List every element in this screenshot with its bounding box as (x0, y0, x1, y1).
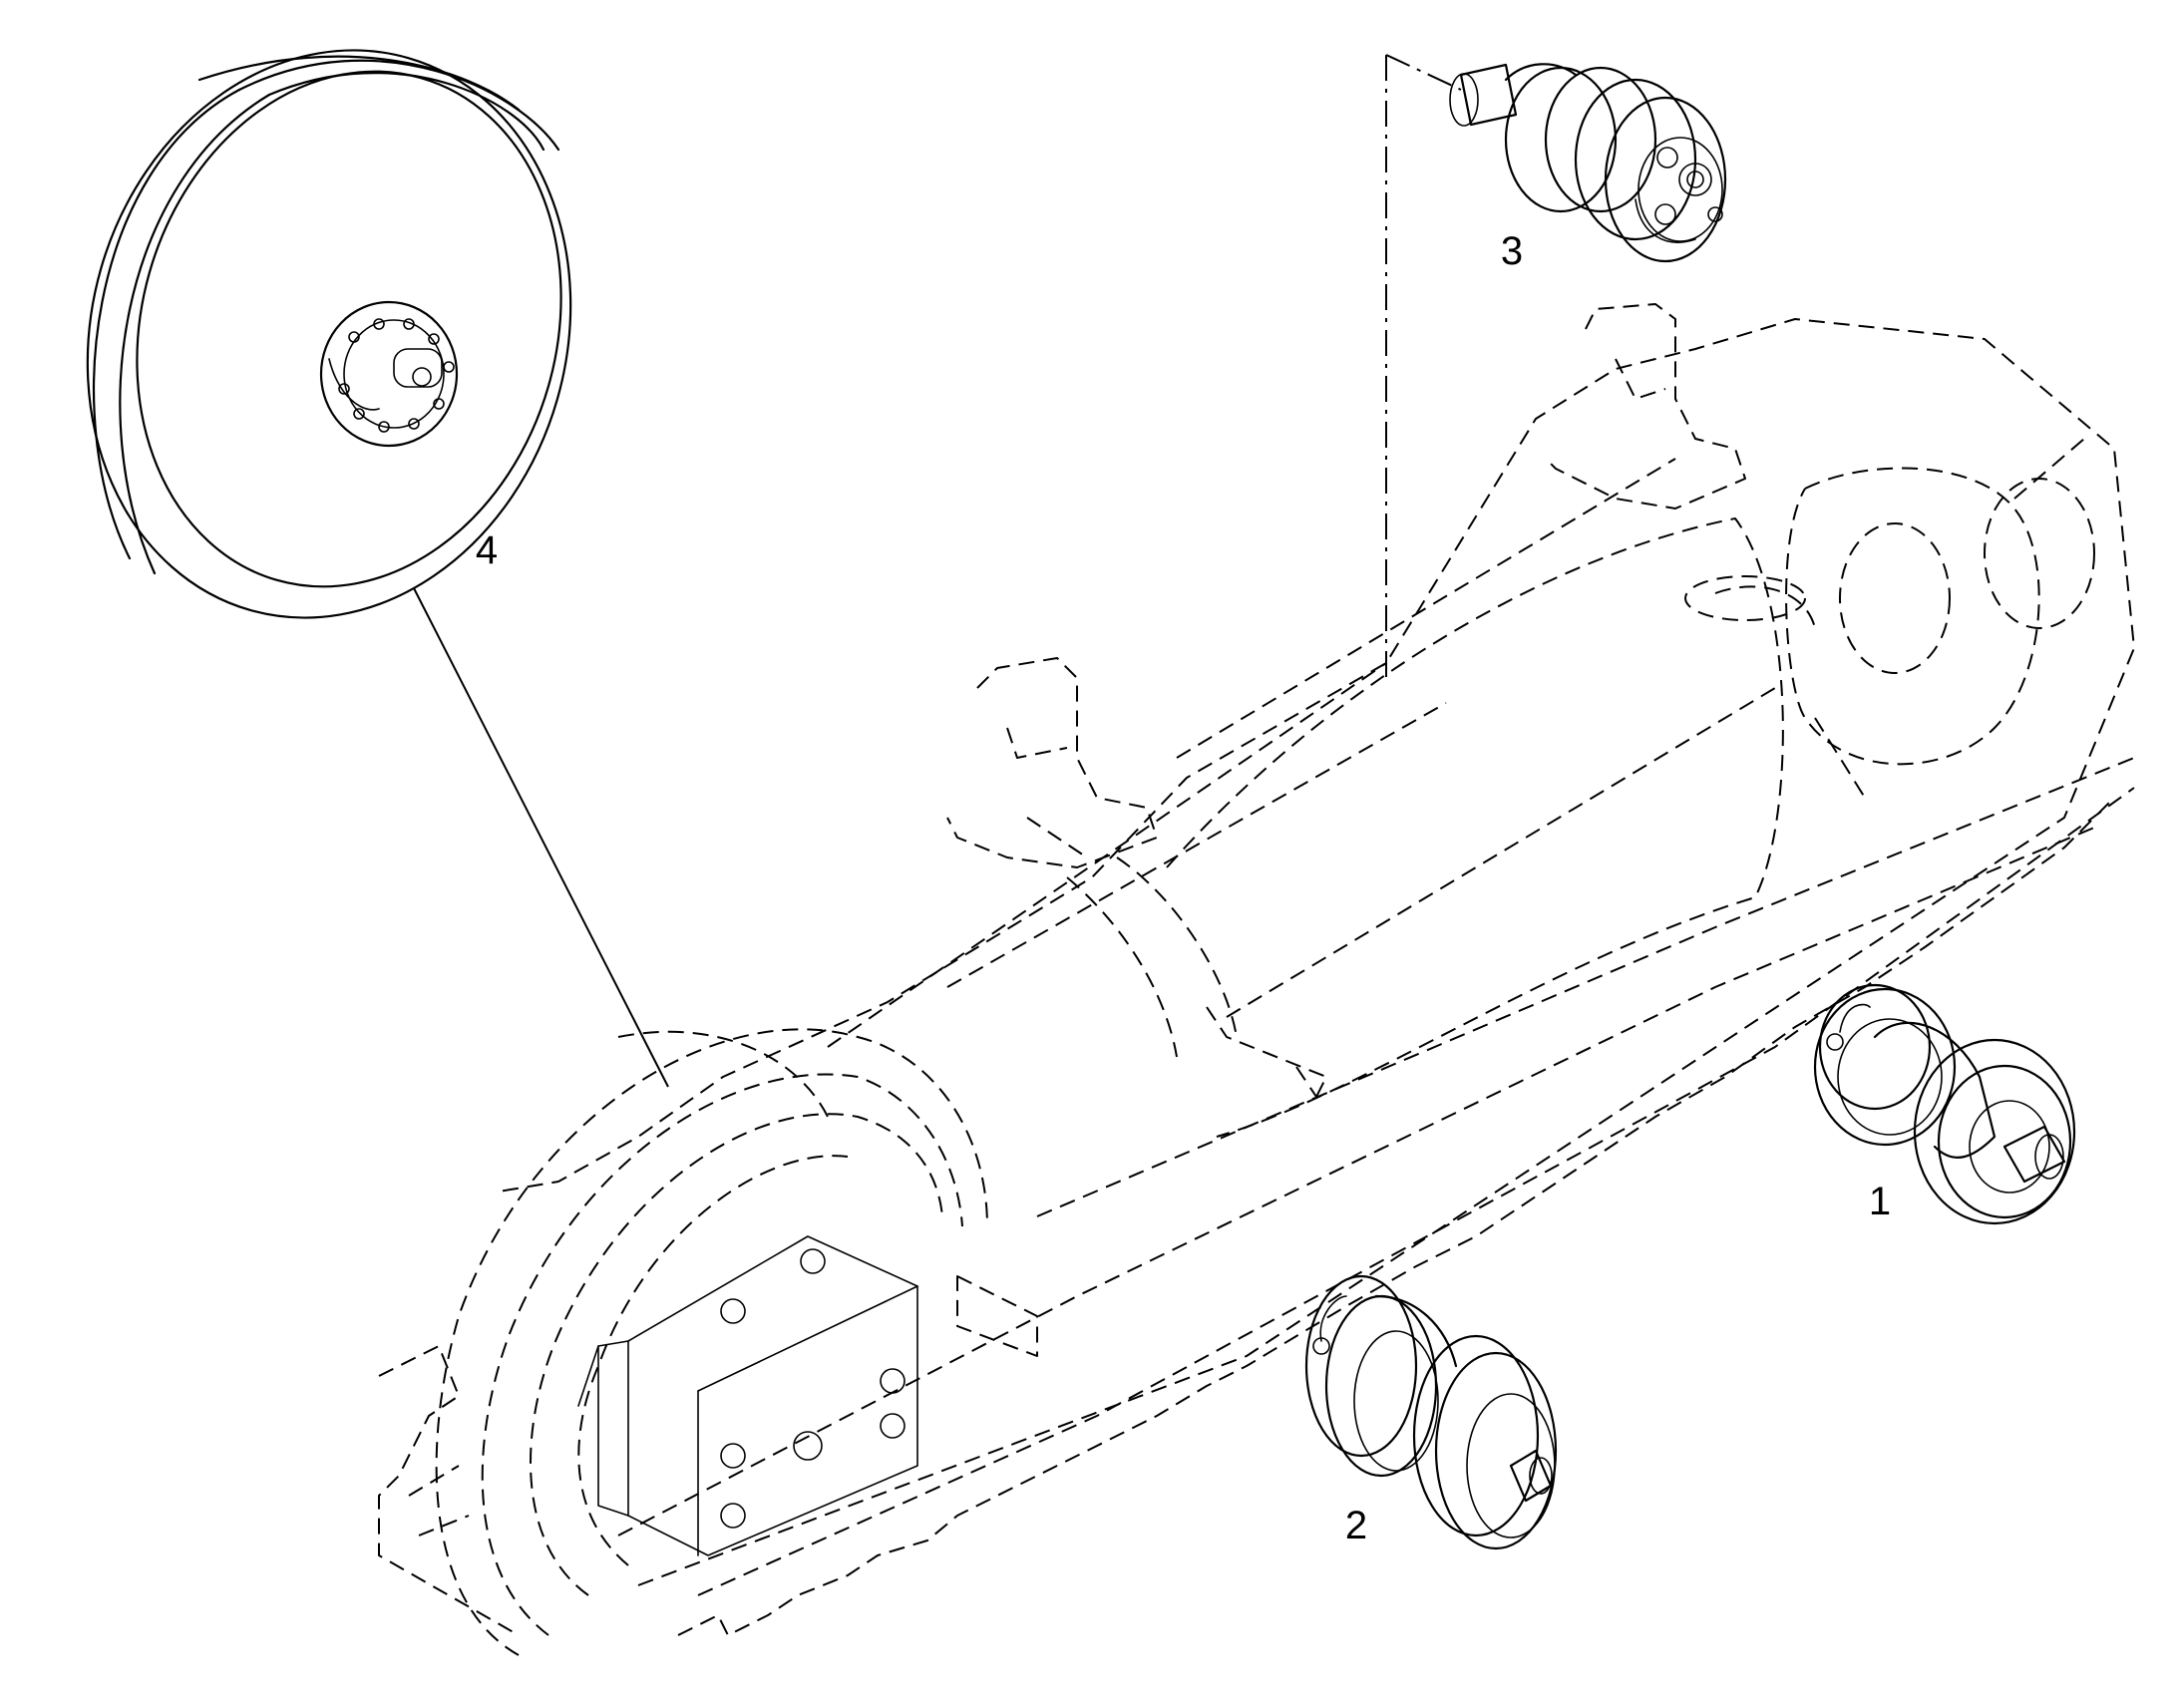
callout-label-1: 1 (1868, 1180, 1892, 1223)
part-1-track-roller (1813, 983, 2076, 1225)
idler-mount-block (577, 1235, 918, 1556)
idler-wheel-phantom (435, 1028, 988, 1656)
centerline-part-3-axis (1385, 54, 1462, 91)
part-4-idler-wheel (86, 49, 572, 619)
part-3-carrier-roller (1449, 63, 1727, 263)
track-frame-phantom (378, 303, 2135, 1636)
leader-line-4 (413, 587, 669, 1088)
part-2-track-roller (1304, 1274, 1558, 1550)
callout-label-4: 4 (475, 528, 499, 572)
callout-label-2: 2 (1344, 1504, 1368, 1547)
callout-label-3: 3 (1500, 229, 1524, 273)
